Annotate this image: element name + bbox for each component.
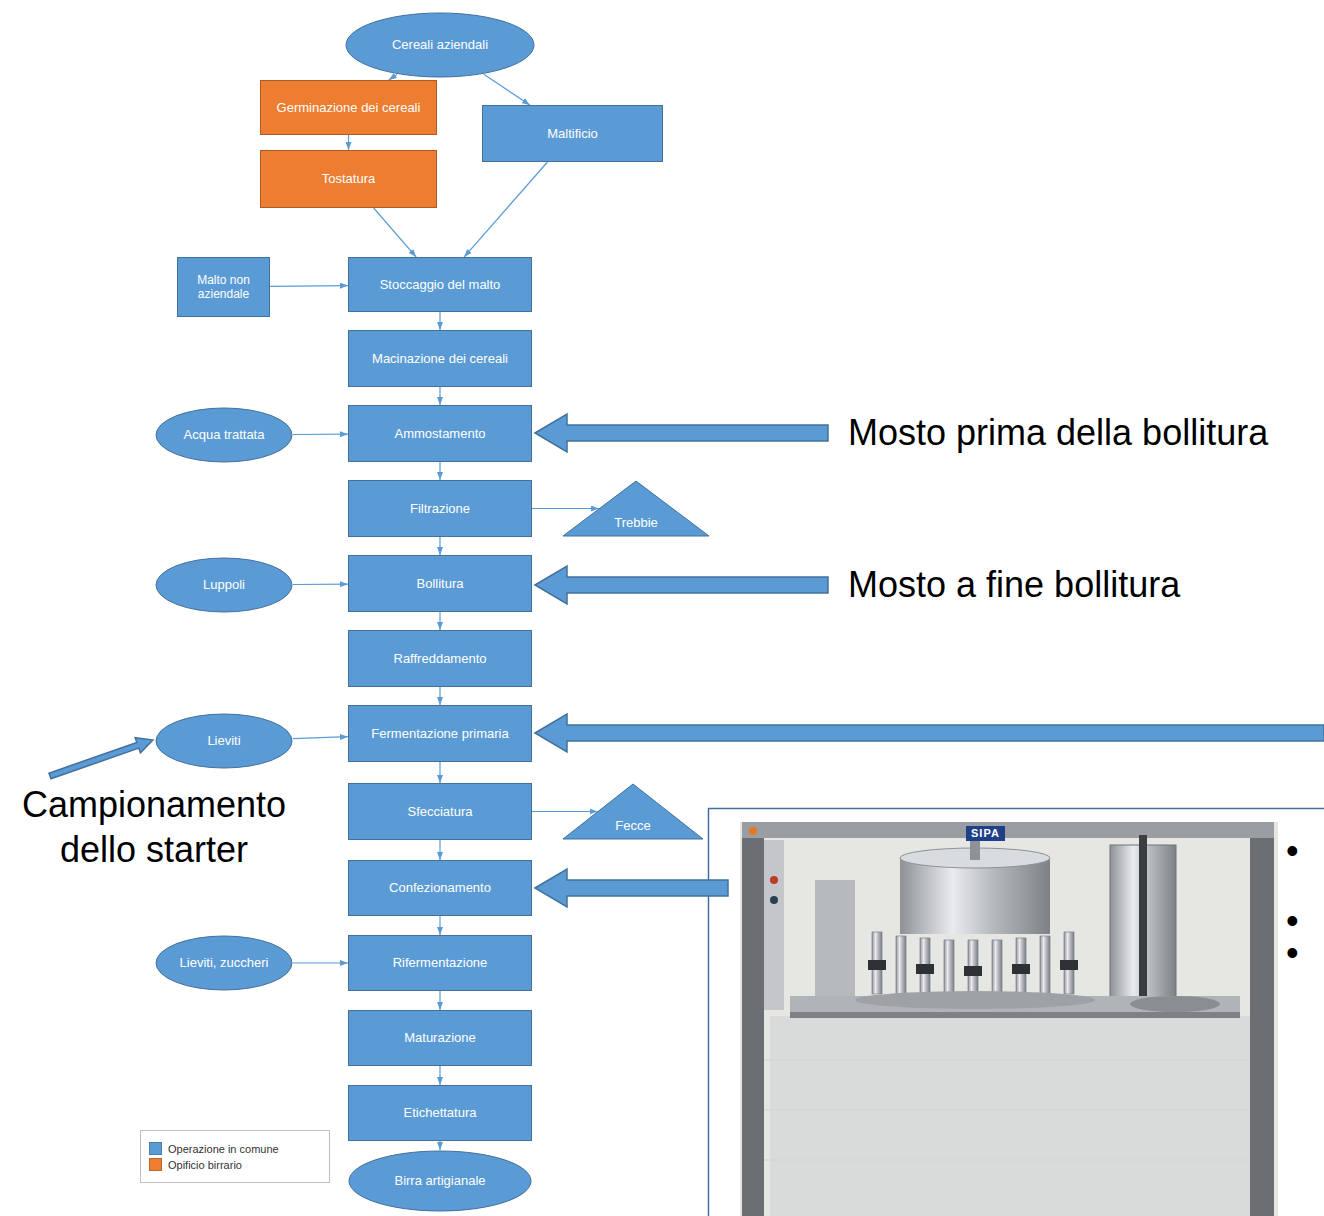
- flow-arrow: [348, 135, 349, 150]
- process-box: Raffreddamento: [348, 630, 532, 687]
- flow-arrow: [484, 74, 530, 105]
- legend-text: Opificio birrario: [168, 1159, 242, 1171]
- annotation-text: Mosto prima della bollitura: [848, 412, 1268, 453]
- flow-arrow: [439, 762, 440, 783]
- flow-arrow: [293, 434, 348, 436]
- ellipse-shape: [349, 1151, 531, 1211]
- node-text: Bollitura: [417, 576, 464, 592]
- node-text: Tostatura: [322, 171, 375, 187]
- node-text: Etichettatura: [404, 1105, 477, 1121]
- flow-arrow: [293, 962, 348, 963]
- flow-arrow: [293, 737, 348, 739]
- ellipse-shape: [156, 558, 292, 612]
- ellipse-shape: [346, 13, 534, 77]
- input-ellipse: Cereali aziendali: [345, 12, 535, 78]
- annotation-text: Campionamento dello starter: [4, 782, 304, 872]
- node-text: Maltificio: [547, 126, 598, 142]
- ellipse-shape: [156, 714, 292, 768]
- input-box: Malto non aziendale: [177, 257, 270, 317]
- triangle-shape: [563, 481, 709, 536]
- node-text: Fermentazione primaria: [371, 726, 508, 742]
- flow-arrow: [532, 508, 599, 509]
- node-text: Filtrazione: [410, 501, 470, 517]
- process-box: Rifermentazione: [348, 935, 532, 991]
- node-text: Fecce: [615, 818, 650, 834]
- bullet-mark: •: [1286, 830, 1299, 871]
- legend: Operazione in comuneOpificio birrario: [140, 1130, 330, 1183]
- node-text: Confezionamento: [389, 880, 491, 896]
- process-box: Fermentazione primaria: [348, 705, 532, 762]
- process-box: Sfecciatura: [348, 783, 532, 840]
- process-box: Ammostamento: [348, 405, 532, 462]
- annotation-text: Mosto a fine bollitura: [848, 564, 1180, 605]
- node-text: Trebbie: [614, 515, 658, 531]
- node-text: Macinazione dei cereali: [372, 351, 508, 367]
- flow-arrow: [439, 312, 440, 330]
- flow-arrow: [439, 687, 440, 705]
- node-text: Acqua trattata: [184, 427, 265, 443]
- node-text: Lieviti: [207, 733, 240, 749]
- node-text: Luppoli: [203, 577, 245, 593]
- flow-arrow: [374, 208, 416, 257]
- node-text: Stoccaggio del malto: [380, 277, 501, 293]
- flow-arrow: [439, 840, 440, 860]
- flow-arrow: [439, 1141, 440, 1150]
- node-text: Rifermentazione: [393, 955, 488, 971]
- process-box: Etichettatura: [348, 1085, 532, 1141]
- flow-arrow: [439, 1066, 440, 1085]
- legend-row: Opificio birrario: [149, 1158, 321, 1171]
- node-text: Malto non aziendale: [184, 273, 263, 302]
- triangle-shape: [563, 784, 703, 839]
- process-box: Filtrazione: [348, 480, 532, 537]
- ellipse-shape: [156, 408, 292, 462]
- flow-arrow: [532, 811, 598, 812]
- input-ellipse: Lieviti: [155, 713, 293, 769]
- brewery-box: Tostatura: [260, 150, 437, 208]
- node-text: Germinazione dei cereali: [277, 100, 421, 116]
- flow-arrow: [293, 584, 348, 586]
- bullet-mark: •: [1286, 932, 1299, 973]
- output-ellipse: Birra artigianale: [348, 1150, 532, 1212]
- node-text: Ammostamento: [394, 426, 485, 442]
- input-ellipse: Acqua trattata: [155, 407, 293, 463]
- process-box: Maturazione: [348, 1010, 532, 1066]
- process-box: Bollitura: [348, 555, 532, 612]
- flow-arrow: [464, 162, 547, 257]
- node-text: Lieviti, zuccheri: [180, 955, 269, 971]
- input-ellipse: Lieviti, zuccheri: [155, 935, 293, 991]
- ellipse-shape: [156, 936, 292, 990]
- node-text: Maturazione: [404, 1030, 476, 1046]
- legend-swatch: [149, 1158, 162, 1171]
- brand-logo: SIPA: [966, 826, 1005, 841]
- flow-arrow: [439, 991, 440, 1010]
- flow-arrow: [439, 612, 440, 630]
- waste-triangle: Trebbie: [562, 480, 710, 537]
- node-text: Raffreddamento: [394, 651, 487, 667]
- node-text: Cereali aziendali: [392, 37, 488, 53]
- process-box: Macinazione dei cereali: [348, 330, 532, 387]
- flow-arrow: [439, 387, 440, 405]
- input-ellipse: Luppoli: [155, 557, 293, 613]
- node-text: Sfecciatura: [407, 804, 472, 820]
- flow-arrow: [270, 285, 348, 287]
- flow-arrow: [439, 916, 440, 935]
- waste-triangle: Fecce: [562, 783, 704, 840]
- node-text: Birra artigianale: [394, 1173, 485, 1189]
- brewery-box: Germinazione dei cereali: [260, 80, 437, 135]
- legend-row: Operazione in comune: [149, 1142, 321, 1155]
- photo-frame: [709, 809, 1324, 1216]
- process-box: Maltificio: [482, 105, 663, 162]
- filling-machine-photo: [740, 822, 1278, 1216]
- flow-arrow: [439, 537, 440, 555]
- legend-swatch: [149, 1142, 162, 1155]
- process-box: Confezionamento: [348, 860, 532, 916]
- legend-text: Operazione in comune: [168, 1143, 279, 1155]
- process-box: Stoccaggio del malto: [348, 257, 532, 312]
- flow-arrow: [439, 462, 440, 480]
